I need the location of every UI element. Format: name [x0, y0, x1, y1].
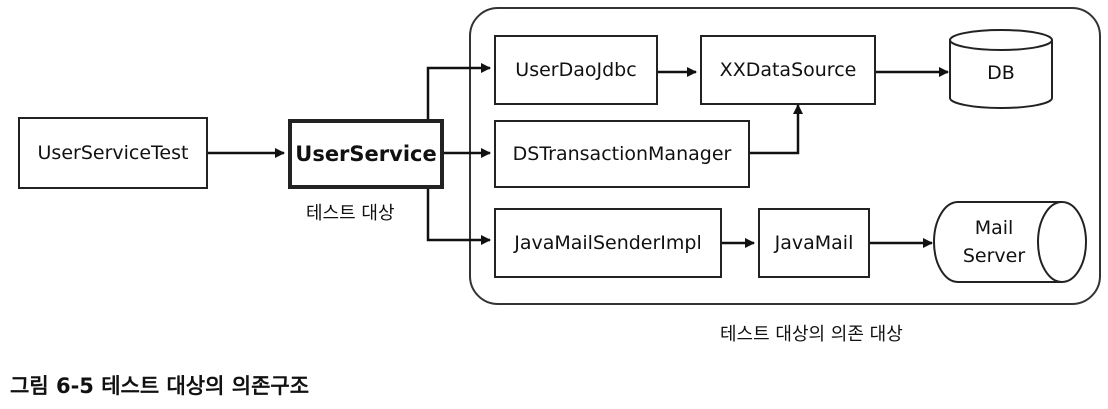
user-service-label: UserService: [295, 142, 437, 166]
test-target-label: 테스트 대상: [306, 203, 395, 224]
figure-caption: 그림 6-5 테스트 대상의 의존구조: [10, 374, 310, 398]
arrow-service-to-mailsender: [426, 186, 491, 245]
java-mail-node: JavaMail: [758, 208, 870, 278]
mail-server-cylinder: [933, 201, 1087, 283]
user-service-test-node: UserServiceTest: [18, 117, 208, 189]
xx-data-source-label: XXDataSource: [719, 59, 857, 81]
mail-server-label-line1: Mail: [974, 217, 1014, 239]
mail-server-label: Mail Server: [950, 214, 1038, 270]
user-dao-jdbc-label: UserDaoJdbc: [515, 59, 637, 81]
db-cylinder: [949, 29, 1053, 109]
db-label: DB: [987, 62, 1015, 84]
ds-transaction-manager-node: DSTransactionManager: [494, 120, 750, 188]
dependency-group-container: [469, 7, 1101, 305]
user-service-node: UserService: [288, 119, 444, 189]
user-dao-jdbc-node: UserDaoJdbc: [494, 35, 658, 105]
dependencies-label: 테스트 대상의 의존 대상: [720, 324, 903, 345]
arrow-txmanager-to-datasource: [750, 104, 803, 155]
ds-transaction-manager-label: DSTransactionManager: [512, 143, 732, 165]
java-mail-sender-impl-label: JavaMailSenderImpl: [514, 232, 702, 254]
arrow-service-to-userdao: [426, 63, 491, 120]
java-mail-label: JavaMail: [774, 232, 854, 254]
xx-data-source-node: XXDataSource: [700, 35, 876, 105]
user-service-test-label: UserServiceTest: [37, 142, 189, 164]
java-mail-sender-impl-node: JavaMailSenderImpl: [494, 208, 722, 278]
mail-server-label-line2: Server: [962, 245, 1026, 267]
